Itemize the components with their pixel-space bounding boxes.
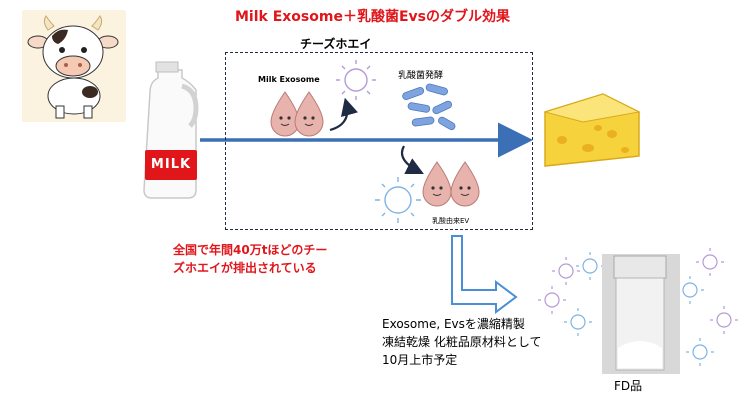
curved-arrow-up <box>329 97 358 132</box>
cheese-whey-label: チーズホエイ <box>300 37 372 51</box>
plan-line3: 10月上市予定 <box>382 353 458 367</box>
milk-carton-text: MILK <box>150 157 192 172</box>
plan-line1: Exosome, Evsを濃縮精製 <box>382 317 525 331</box>
milk-jug <box>143 61 199 199</box>
lactic-ev-label: 乳酸由来EV <box>432 217 470 225</box>
product-plan-text: Exosome, Evsを濃縮精製 凍結乾燥 化粧品原材料として 10月上市予定 <box>382 315 617 369</box>
cow-illustration <box>22 10 126 122</box>
lactic-fermentation-label: 乳酸菌発酵 <box>398 71 444 81</box>
whey-waste-note-line2: ズホエイが排出されている <box>173 261 317 275</box>
lactic-ev-droplets <box>422 161 480 207</box>
cheese-whey-process-box <box>225 52 533 230</box>
lactic-bacteria-cluster <box>402 83 456 131</box>
milk-label-band <box>145 150 197 180</box>
diagram-title: Milk Exosome＋乳酸菌Evsのダブル効果 <box>235 9 510 25</box>
outline-arrow-to-product <box>451 235 518 314</box>
fd-product-vial <box>602 254 680 374</box>
curved-arrow-down <box>400 145 424 174</box>
whey-waste-note-line1: 全国で年間40万tほどのチー <box>173 243 328 257</box>
plan-line2: 凍結乾燥 化粧品原材料として <box>382 335 542 349</box>
milk-exosome-label: Milk Exosome <box>258 75 320 84</box>
cheese-illustration <box>543 93 641 167</box>
product-particles <box>538 248 738 366</box>
fd-product-label: FD品 <box>614 379 643 393</box>
milk-exosome-droplets <box>270 91 324 137</box>
lactic-ev-particle <box>375 177 421 223</box>
whey-waste-note: 全国で年間40万tほどのチー ズホエイが排出されている <box>173 241 388 277</box>
